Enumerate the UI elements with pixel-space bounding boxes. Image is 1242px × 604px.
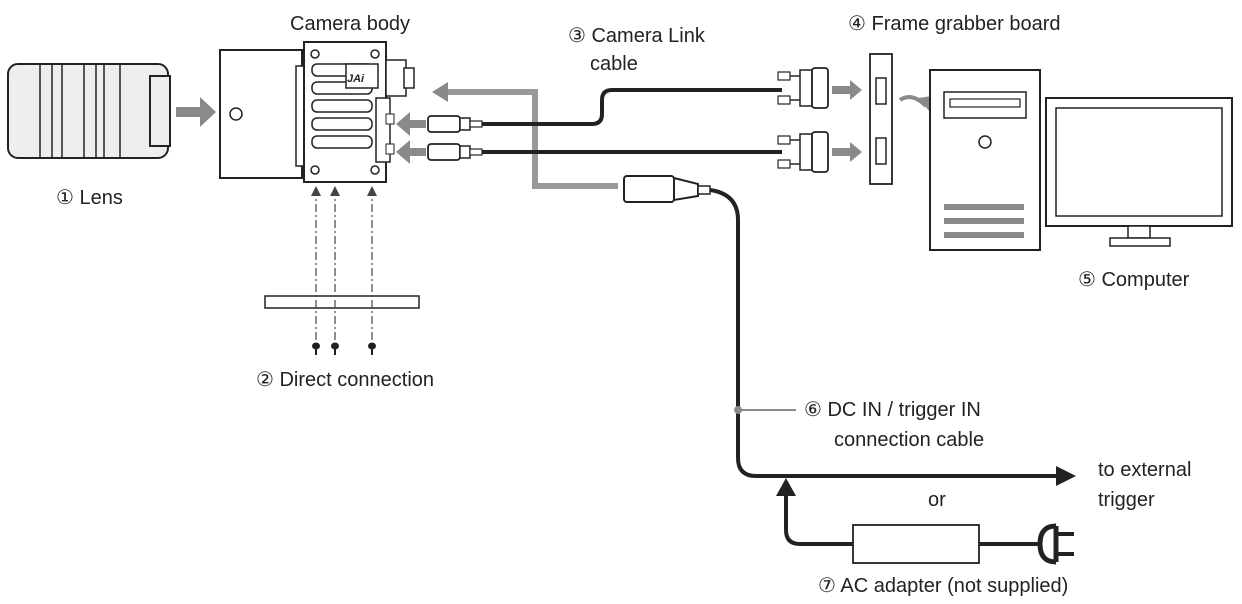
direct-connection-label: ② Direct connection (256, 369, 434, 391)
grabber-arrow-lower (832, 142, 862, 162)
to-external-label-line2: trigger (1098, 489, 1155, 511)
camera-brand-logo: JAi (347, 73, 365, 85)
connector-arrow-upper (396, 112, 426, 136)
ac-adapter-arrowhead (776, 478, 796, 496)
frame-grabber-plug-icon (777, 67, 829, 173)
dc-in-guide-line (444, 89, 618, 189)
lens-icon (7, 63, 171, 159)
camera-link-label-line1: ③ Camera Link (568, 25, 706, 47)
power-plug-icon (1037, 523, 1074, 565)
monitor-icon (1045, 97, 1233, 247)
to-external-label-line1: to external (1098, 459, 1191, 481)
ac-adapter-box-icon (852, 524, 980, 564)
computer-tower-icon (929, 69, 1041, 251)
camera-link-plug-icon (427, 115, 483, 161)
camera-body-label: Camera body (290, 13, 410, 35)
to-external-trigger-arrowhead (1056, 466, 1076, 486)
computer-label: ⑤ Computer (1078, 269, 1190, 291)
ac-adapter-label: ⑦ AC adapter (not supplied) (818, 575, 1068, 597)
camera-link-label-line2: cable (590, 53, 638, 75)
screw-guide-arrowheads (311, 186, 377, 196)
or-label: or (928, 489, 946, 511)
mount-plate (264, 295, 420, 309)
frame-grabber-board-icon (869, 53, 893, 185)
dc-in-plug-icon (623, 175, 711, 203)
lens-label: ① Lens (56, 187, 123, 209)
grabber-arrow-upper (832, 80, 862, 100)
dc-in-cable (709, 188, 1056, 478)
dc-in-label-line2: connection cable (834, 429, 984, 451)
screw-guide-lines (315, 190, 373, 340)
camera-body-icon (219, 41, 415, 183)
screw-icon (312, 342, 376, 355)
frame-grabber-label: ④ Frame grabber board (848, 13, 1060, 35)
dc-in-label-line1: ⑥ DC IN / trigger IN (804, 399, 981, 421)
lens-mount-arrow (176, 97, 216, 127)
dc-in-leader-dot (734, 406, 742, 414)
dc-in-guide-arrowhead (432, 82, 448, 102)
camera-link-cable-upper (482, 88, 782, 126)
connector-arrow-lower (396, 140, 426, 164)
board-insert-arrowhead (918, 96, 932, 112)
ac-adapter-cable (784, 492, 853, 546)
